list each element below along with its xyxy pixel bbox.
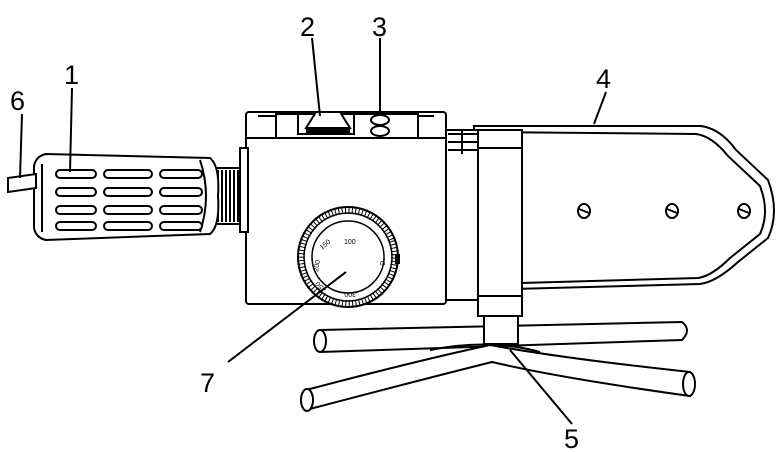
heating-plate: [473, 125, 775, 292]
callout-2: 2: [300, 12, 315, 42]
callout-4: 4: [596, 64, 611, 94]
dial-mark-top: °C: [378, 258, 386, 266]
plate-holes: [577, 203, 751, 219]
callout-3: 3: [372, 12, 387, 42]
power-cable: [7, 172, 37, 194]
thermostat-dial: 100 150 200 250 300 °C: [297, 206, 400, 308]
callout-7: 7: [200, 368, 215, 398]
handle-grip: [33, 152, 220, 242]
leader-lines: [19, 37, 607, 425]
dial-mark-300: 300: [344, 290, 356, 297]
callout-1: 1: [64, 60, 79, 90]
housing-neck: [445, 129, 481, 301]
dial-mark-100: 100: [344, 239, 356, 246]
callout-5: 5: [564, 424, 579, 452]
dial-mark-200: 200: [313, 260, 322, 273]
indicator-lamps: [370, 114, 390, 137]
callout-6: 6: [10, 86, 25, 116]
power-switch: [297, 111, 355, 135]
plate-clamp: [477, 129, 523, 317]
stand-post: [483, 313, 519, 345]
